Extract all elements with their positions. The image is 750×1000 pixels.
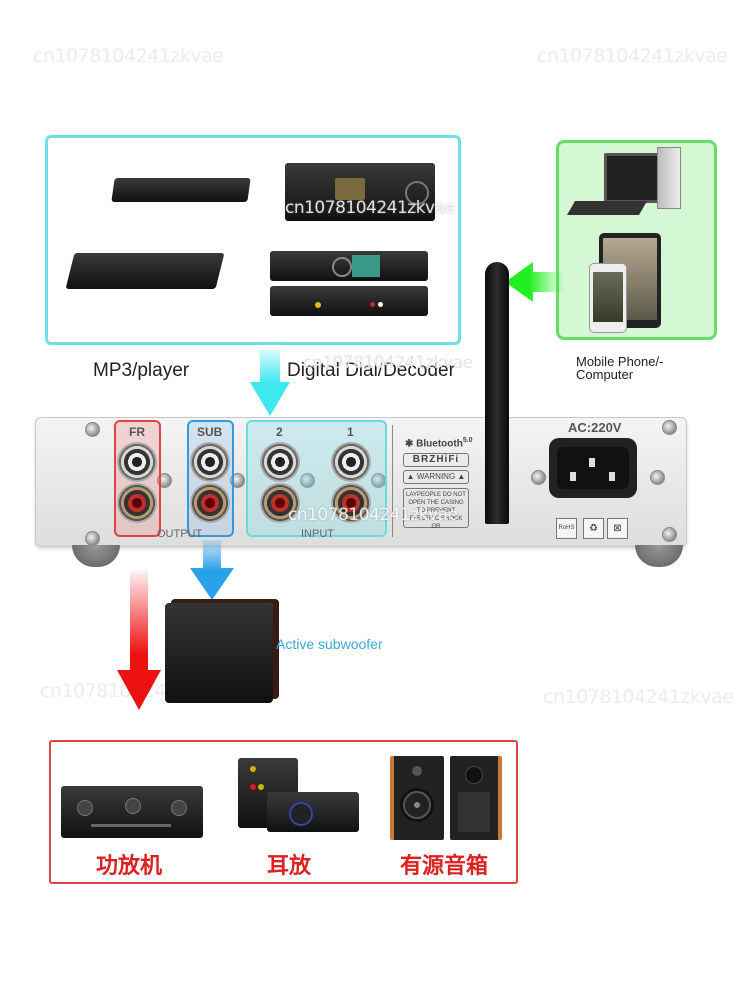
monitor-image: [604, 153, 660, 203]
pc-tower-image: [657, 147, 681, 209]
amp-foot: [635, 545, 683, 567]
label-active-subwoofer: Active subwoofer: [276, 636, 383, 652]
label-input-1: 1: [347, 425, 354, 439]
label-digital-decoder: Digital Dial/Decoder: [287, 360, 455, 381]
rca-jack-input1-white: [331, 442, 371, 482]
rca-jack-fr-white: [117, 442, 157, 482]
label-fr: FR: [129, 425, 145, 439]
label-active-speakers: 有源音箱: [400, 853, 489, 878]
screw-icon: [85, 531, 100, 546]
rohs-icon: RoHS: [556, 518, 577, 539]
blu-ray-player-image: [111, 178, 251, 202]
rca-jack-input2-white: [260, 442, 300, 482]
av-receiver-image: [61, 786, 203, 838]
rme-dac-front-image: [270, 251, 428, 281]
speaker-front-image: [390, 756, 444, 840]
bluetooth-label: Bluetooth: [416, 438, 463, 450]
label-power: AC:220V: [568, 420, 622, 435]
warning-icon: ▲: [406, 472, 415, 481]
speaker-back-image: [450, 756, 502, 840]
label-output: OUTPUT: [157, 528, 203, 540]
phone-image: [589, 263, 627, 333]
screw-icon: [662, 527, 677, 542]
rca-jack-fr-red: [117, 483, 157, 523]
label-av-receiver: 功放机: [96, 853, 163, 878]
watermark: cn1078104241zkvae: [33, 45, 224, 67]
screw-icon: [662, 420, 677, 435]
rca-jack-input2-red: [260, 483, 300, 523]
socket-pin: [570, 472, 576, 481]
label-headphone-amp: 耳放: [267, 853, 312, 878]
screw-icon: [531, 470, 546, 485]
keyboard-image: [566, 201, 648, 215]
rme-dac-back-image: [270, 286, 428, 316]
cyan-arrow-icon: [250, 350, 290, 416]
panel-divider: [392, 425, 393, 537]
recycle-icon: ♻: [583, 518, 604, 539]
watermark: cn1078104241zkvae: [288, 505, 458, 525]
bluetooth-version: 5.0: [462, 437, 473, 444]
watermark: cn1078104241zkvae: [537, 45, 728, 67]
watermark: cn1078104241zkvae: [543, 686, 734, 708]
label-mobile-computer: Mobile Phone/- Computer: [576, 355, 663, 381]
blue-arrow-icon: [190, 540, 234, 600]
label-mobile-line1: Mobile Phone/-: [576, 354, 664, 369]
disc-player-image: [65, 253, 225, 289]
bluetooth-logo: ✱ Bluetooth5.0: [405, 437, 473, 449]
dac-unit-image: [285, 163, 435, 221]
rca-jack-sub-red: [190, 483, 230, 523]
weee-bin-icon: ⊠: [607, 518, 628, 539]
bluetooth-icon: ✱: [405, 438, 414, 450]
label-mp3-player: MP3/player: [93, 360, 190, 381]
amp-foot: [72, 545, 120, 567]
iec-socket-inner: [557, 447, 629, 489]
rca-jack-input1-red: [331, 483, 371, 523]
bluetooth-antenna: [485, 262, 509, 524]
label-input-2: 2: [276, 425, 283, 439]
red-arrow-icon: [117, 570, 161, 710]
source-devices-box: cn1078104241zkvae: [45, 135, 461, 345]
rca-jack-sub-white: [190, 442, 230, 482]
warning-label: ▲ WARNING ▲: [403, 470, 469, 484]
watermark: cn1078104241zkvae: [285, 198, 455, 218]
brand-label: BRZHiFi: [403, 453, 469, 467]
label-sub: SUB: [197, 425, 223, 439]
watermark: cn1078104241zkvae: [303, 353, 473, 373]
warning-icon: ▲: [457, 472, 466, 481]
screw-icon: [85, 422, 100, 437]
socket-pin: [609, 472, 615, 481]
warning-text: LAYPEOPLE DO NOT OPEN THE CASING TO PREV…: [403, 488, 469, 530]
subwoofer-image: [165, 603, 273, 703]
output-devices-box: [49, 740, 518, 884]
screw-icon: [650, 470, 665, 485]
headphone-amp-front-image: [267, 792, 359, 832]
screw-icon: [300, 473, 315, 488]
label-input: INPUT: [301, 528, 334, 540]
green-arrow-icon: [505, 262, 565, 302]
socket-pin: [589, 458, 595, 467]
mobile-computer-box: [556, 140, 717, 340]
label-mobile-line2: Computer: [576, 367, 634, 382]
